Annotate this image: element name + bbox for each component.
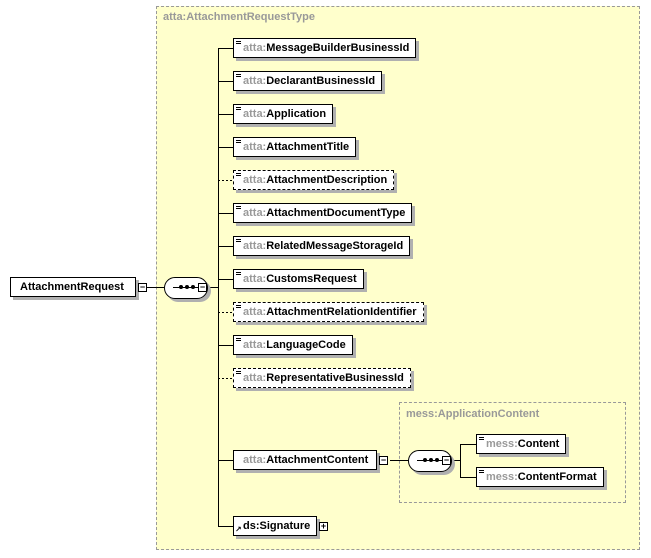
content-marker-icon [236, 239, 241, 244]
content-marker-icon [236, 371, 241, 376]
root-element-attachment-request[interactable]: AttachmentRequest [10, 277, 136, 297]
element-related-message-storage-id[interactable]: atta:RelatedMessageStorageId [233, 236, 411, 256]
root-collapse-icon[interactable]: − [138, 282, 147, 292]
element-customs-request[interactable]: atta:CustomsRequest [233, 269, 364, 289]
element-ds-signature[interactable]: ↗ ds:Signature [233, 516, 317, 536]
element-attachment-document-type[interactable]: atta:AttachmentDocumentType [233, 203, 413, 223]
content-marker-icon [236, 107, 241, 112]
element-attachment-title[interactable]: atta:AttachmentTitle [233, 137, 357, 157]
attachment-content-collapse-icon[interactable]: − [379, 455, 388, 465]
element-mess-content[interactable]: mess:Content [476, 434, 567, 454]
nested-type-title: mess:ApplicationContent [406, 408, 540, 420]
content-marker-icon [479, 470, 484, 475]
element-declarant-business-id[interactable]: atta:DeclarantBusinessId [233, 71, 383, 91]
reference-arrow-icon: ↗ [235, 525, 242, 534]
element-message-builder-business-id[interactable]: atta:MessageBuilderBusinessId [233, 38, 417, 58]
content-marker-icon [479, 437, 484, 442]
content-marker-icon [236, 305, 241, 310]
nested-sequence-compositor-icon[interactable] [408, 450, 452, 472]
sequence-collapse-icon[interactable]: − [198, 282, 207, 292]
root-element-label: AttachmentRequest [20, 281, 124, 293]
content-marker-icon [236, 338, 241, 343]
element-attachment-content[interactable]: atta:AttachmentContent [233, 450, 377, 470]
element-representative-business-id[interactable]: atta:RepresentativeBusinessId [233, 368, 411, 388]
nested-type-box [399, 402, 626, 503]
element-mess-content-format[interactable]: mess:ContentFormat [476, 467, 604, 487]
content-marker-icon [236, 173, 241, 178]
element-application[interactable]: atta:Application [233, 104, 334, 124]
element-language-code[interactable]: atta:LanguageCode [233, 335, 353, 355]
sequence-compositor-icon[interactable] [164, 277, 208, 299]
nested-sequence-collapse-icon[interactable]: − [442, 455, 451, 465]
element-attachment-description[interactable]: atta:AttachmentDescription [233, 170, 395, 190]
content-marker-icon [236, 272, 241, 277]
element-attachment-relation-identifier[interactable]: atta:AttachmentRelationIdentifier [233, 302, 424, 322]
signature-expand-icon[interactable]: + [319, 521, 328, 531]
content-marker-icon [236, 41, 241, 46]
content-marker-icon [236, 74, 241, 79]
content-marker-icon [236, 140, 241, 145]
content-marker-icon [236, 206, 241, 211]
complex-type-title: atta:AttachmentRequestType [163, 11, 315, 23]
